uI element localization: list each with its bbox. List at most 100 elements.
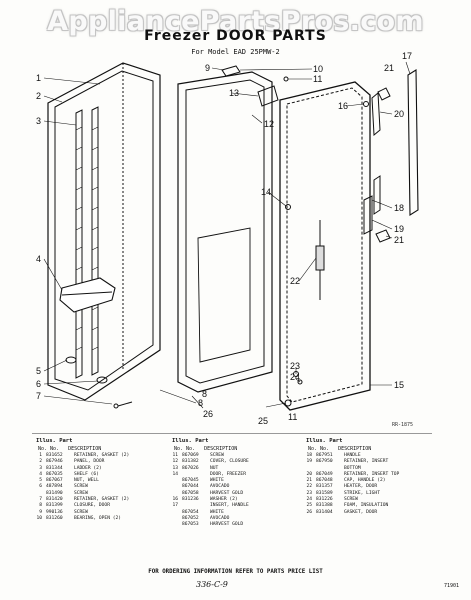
callout-22: 22	[290, 276, 300, 286]
page-code: 71901	[444, 583, 460, 589]
parts-list-description-cell: NUT	[210, 465, 219, 471]
callout-14: 14	[261, 187, 271, 197]
parts-list-row: 7 831420 RETAINER, GASKET (2)	[30, 497, 158, 503]
parts-list-description-cell: BEARING, OPEN (2)	[74, 515, 122, 521]
callout-6: 6	[36, 379, 41, 389]
parts-list-part-cell: 831344	[46, 465, 63, 471]
callout-11b: 11	[288, 412, 297, 422]
parts-list-illus-cell: 9	[39, 509, 42, 515]
callout-1: 1	[36, 73, 41, 83]
parts-list-illus-cell: 19	[306, 459, 312, 465]
parts-list-illus-cell: 17	[172, 503, 178, 509]
callout-2: 2	[36, 91, 41, 101]
parts-list-row: 867053 HARVEST GOLD	[166, 522, 296, 528]
parts-list-part-cell: 867053	[182, 522, 199, 528]
parts-list-illus-cell: 13	[172, 465, 178, 471]
parts-list-description-cell: CAP, HANDLE (2)	[344, 478, 386, 484]
parts-list-part-cell: 867035	[46, 471, 63, 477]
parts-list-part-cell: 831260	[46, 515, 63, 521]
divider	[32, 433, 432, 434]
parts-list-illus-cell: 20	[306, 471, 312, 477]
handle-assembly	[363, 69, 419, 243]
parts-list-part-cell: 487894	[46, 484, 63, 490]
parts-list-description-cell: AVOCADO	[210, 484, 230, 490]
callout-12: 12	[264, 119, 274, 129]
parts-list-description-cell: HEATER, DOOR	[344, 484, 378, 490]
callout-5: 5	[36, 366, 41, 376]
parts-list-part-cell: 867067	[46, 478, 63, 484]
parts-list-part-cell: 867045	[182, 478, 199, 484]
callout-21-bottom: 21	[394, 235, 404, 245]
parts-list-description-cell: COVER, CLOSURE	[210, 459, 249, 465]
parts-list-description-cell: STRIKE, LIGHT	[344, 490, 380, 496]
ordering-info-footer: FOR ORDERING INFORMATION REFER TO PARTS …	[148, 569, 323, 575]
parts-list-description-cell: GASKET, DOOR	[344, 509, 378, 515]
parts-list-description-cell: PANEL, DOOR	[74, 459, 105, 465]
col3-header-no: No. No. DESCRIPTION	[308, 446, 372, 452]
freezer-door-shell	[279, 81, 371, 411]
parts-list-part-cell: 831404	[316, 509, 333, 515]
parts-list-part-cell: 867054	[182, 509, 199, 515]
callout-21-top: 21	[384, 63, 394, 73]
parts-list-illus-cell: 1	[39, 453, 42, 458]
parts-list-illus-cell: 5	[39, 478, 42, 484]
parts-list-row: BOTTOM	[300, 466, 440, 472]
parts-list-description-cell: RETAINER, GASKET (2)	[74, 453, 130, 458]
parts-list-part-cell: 831357	[316, 484, 333, 490]
col2-header-no: No. No. DESCRIPTION	[174, 446, 238, 452]
parts-list-description-cell: SCREW	[344, 497, 358, 503]
callout-8: 8	[198, 398, 203, 408]
parts-list-description-cell: INSERT, HANDLE	[210, 503, 249, 509]
parts-list-illus-cell: 11	[172, 453, 178, 458]
parts-list-part-cell: 867069	[182, 453, 199, 458]
watermark: AppliancePartsPros.com	[47, 6, 424, 37]
parts-list-part-cell: 831388	[316, 503, 333, 509]
parts-list-part-cell: 867951	[316, 453, 333, 458]
parts-list-description-cell: FOAM, INSULATION	[344, 503, 389, 509]
parts-list-illus-cell	[166, 522, 182, 528]
callout-18: 18	[394, 203, 404, 213]
callout-23: 23	[290, 361, 300, 371]
parts-list-illus-cell: 12	[172, 459, 178, 465]
door-panel	[47, 62, 161, 401]
parts-list-part-cell: 867049	[316, 471, 333, 477]
drawing-code: RR-1875	[392, 422, 414, 428]
parts-list-description-cell: SCREW	[74, 484, 88, 490]
col1-header-no: No. No. DESCRIPTION	[38, 446, 102, 452]
parts-list-illus-cell: 2	[39, 459, 42, 465]
parts-list-description-cell: RETAINER, GASKET (2)	[74, 497, 130, 503]
parts-list-illus-cell: 23	[306, 490, 312, 496]
callout-17: 17	[402, 51, 412, 61]
parts-list-illus-cell: 16	[172, 497, 178, 503]
well-nut	[65, 356, 77, 364]
col1-header-illus: Illus. Part	[36, 438, 73, 444]
parts-list-illus-cell: 4	[39, 471, 42, 477]
parts-list-part-cell: 831420	[46, 497, 63, 503]
col2-header-illus: Illus. Part	[172, 438, 209, 444]
parts-list-description-cell: HARVEST GOLD	[210, 522, 244, 528]
callout-13: 13	[229, 88, 239, 98]
parts-list-description-cell: BOTTOM	[344, 465, 361, 471]
parts-list-part-cell: 867048	[316, 478, 333, 484]
parts-list-illus-cell: 7	[39, 497, 42, 503]
parts-list-part-cell: 867950	[316, 459, 333, 465]
